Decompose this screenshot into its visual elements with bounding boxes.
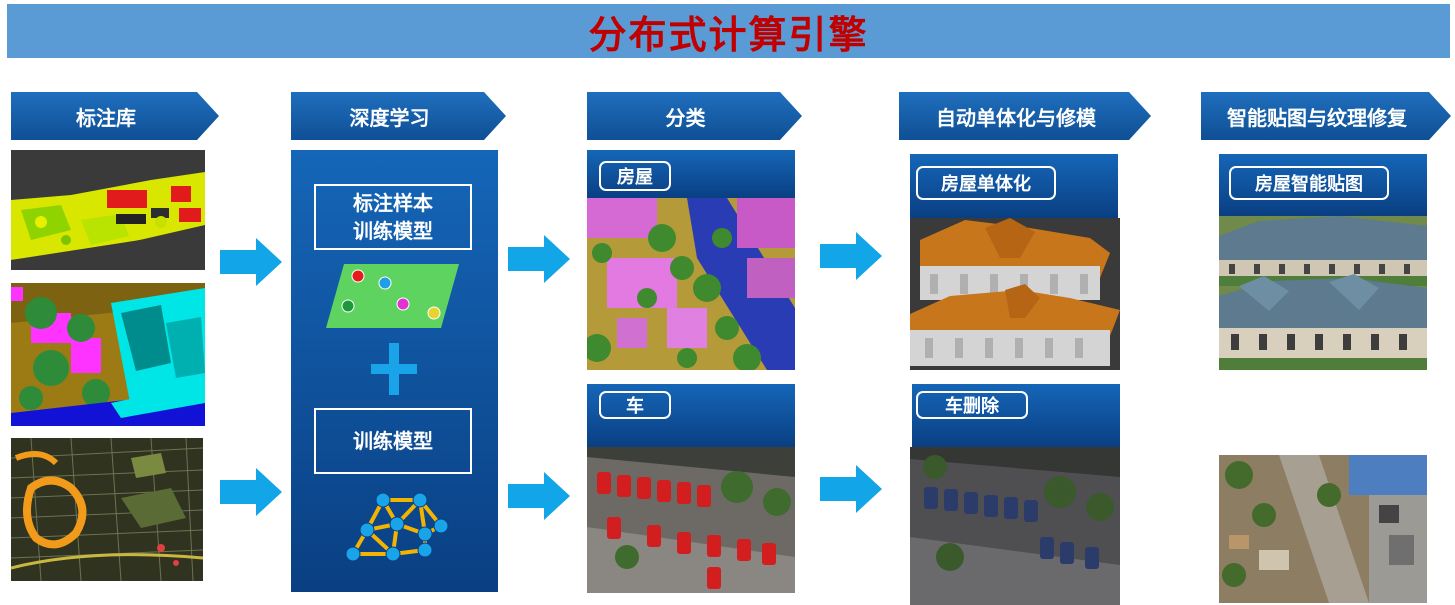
flow-arrow-icon — [220, 238, 282, 286]
tag-label: 车删除 — [945, 396, 999, 417]
car-class-header: 车 — [587, 384, 795, 447]
house-texture-tag: 房屋智能贴图 — [1229, 166, 1389, 200]
annotation-image-3 — [11, 438, 203, 581]
stage-auto-monomer: 自动单体化与修模 — [899, 92, 1151, 140]
stage-label: 智能贴图与纹理修复 — [1227, 105, 1407, 130]
box-line: 训练模型 — [353, 219, 433, 243]
stage-deep-learning: 深度学习 — [291, 92, 506, 140]
stage-label: 标注库 — [76, 105, 136, 130]
car-tag: 车 — [599, 391, 671, 419]
house-monomer-header: 房屋单体化 — [910, 154, 1118, 218]
stage-annotation-library: 标注库 — [11, 92, 219, 140]
car-delete-header: 车删除 — [912, 384, 1120, 447]
neural-network-icon — [345, 492, 449, 562]
flow-arrow-icon — [508, 472, 570, 520]
page-title: 分布式计算引擎 — [588, 12, 869, 57]
stage-label: 深度学习 — [349, 105, 430, 130]
annotated-samples-box: 标注样本 训练模型 — [314, 184, 472, 250]
car-delete-tag: 车删除 — [916, 391, 1028, 419]
aerial-texture-image — [1219, 455, 1427, 603]
house-class-header: 房屋 — [587, 150, 795, 198]
annotation-image-1 — [11, 150, 205, 270]
sample-points-icon — [326, 264, 459, 328]
box-line: 训练模型 — [353, 429, 433, 453]
flow-arrow-icon — [820, 465, 882, 513]
house-tag: 房屋 — [599, 161, 671, 191]
car-delete-image — [910, 447, 1120, 605]
stage-classification: 分类 — [587, 92, 802, 140]
tag-label: 房屋单体化 — [941, 174, 1031, 195]
stage-smart-texture: 智能贴图与纹理修复 — [1201, 92, 1451, 140]
car-classification-image — [587, 447, 795, 593]
stage-label: 分类 — [665, 105, 706, 130]
stage-label: 自动单体化与修模 — [936, 105, 1096, 130]
tag-label: 房屋 — [617, 167, 653, 188]
plus-icon — [371, 343, 417, 395]
flow-arrow-icon — [820, 232, 882, 280]
flow-arrow-icon — [220, 468, 282, 516]
title-bar: 分布式计算引擎 — [7, 4, 1450, 58]
house-texture-image — [1219, 216, 1427, 370]
deep-learning-panel: 标注样本 训练模型 训练模型 — [291, 150, 498, 592]
house-monomer-tag: 房屋单体化 — [916, 166, 1056, 200]
training-model-box: 训练模型 — [314, 408, 472, 474]
annotation-image-2 — [11, 283, 205, 426]
tag-label: 车 — [626, 396, 644, 417]
tag-label: 房屋智能贴图 — [1255, 174, 1363, 195]
house-texture-header: 房屋智能贴图 — [1219, 154, 1427, 216]
box-line: 标注样本 — [353, 191, 433, 215]
house-classification-image — [587, 198, 795, 370]
house-monomer-image — [910, 218, 1120, 370]
flow-arrow-icon — [508, 235, 570, 283]
